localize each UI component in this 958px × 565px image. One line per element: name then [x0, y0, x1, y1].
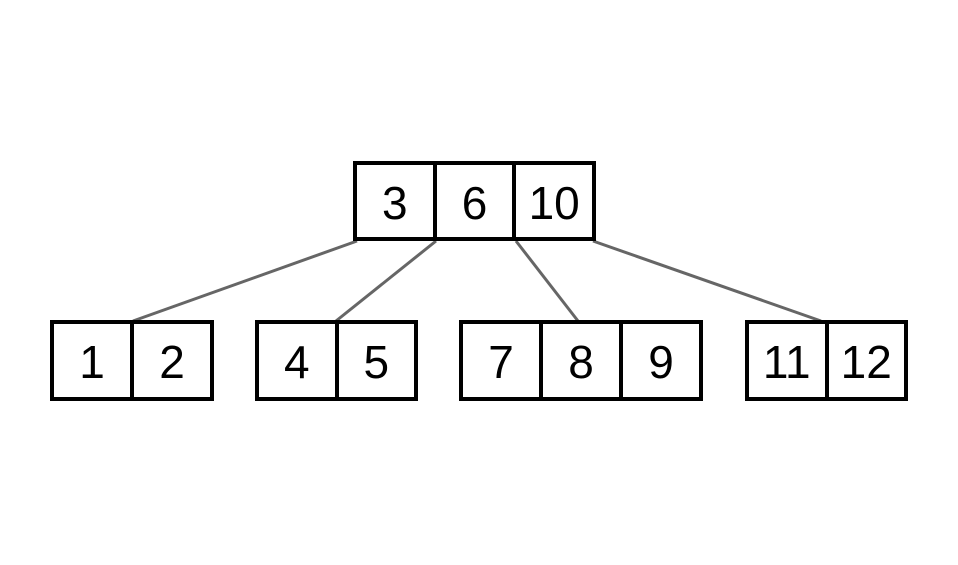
- leaf-node-4: 11 12: [745, 320, 908, 401]
- key-cell: 9: [619, 324, 699, 397]
- edge-root-to-leaf-1: [132, 239, 358, 323]
- key-cell: 4: [283, 336, 310, 388]
- key-cell: 2: [130, 324, 210, 397]
- key-cell: 11: [762, 336, 811, 388]
- key-cell: 5: [334, 324, 415, 397]
- edge-root-to-leaf-4: [592, 239, 822, 323]
- key-cell: 1: [79, 336, 105, 388]
- key-cell: 7: [488, 336, 514, 388]
- key-cell: 12: [824, 324, 905, 397]
- leaf-node-1: 1 2: [50, 320, 214, 401]
- edge-root-to-leaf-3: [514, 240, 580, 322]
- edge-root-to-leaf-2: [335, 239, 437, 323]
- key-cell: 10: [512, 165, 592, 237]
- root-node: 3 6 10: [353, 161, 596, 241]
- leaf-node-3: 7 8 9: [459, 320, 703, 401]
- leaf-node-2: 4 5: [255, 320, 418, 401]
- key-cell: 3: [382, 176, 408, 229]
- key-cell: 6: [432, 165, 513, 237]
- key-cell: 8: [539, 324, 619, 397]
